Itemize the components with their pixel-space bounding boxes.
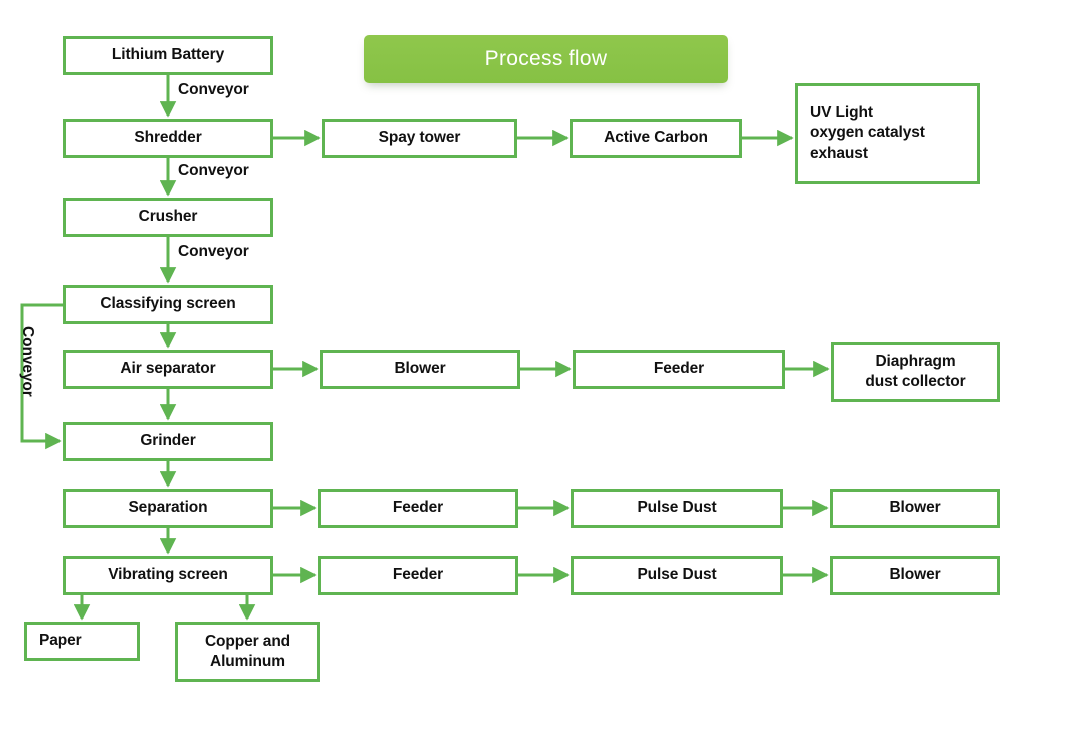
node-label-paper: Paper xyxy=(39,632,82,650)
node-vibrating-screen[interactable]: Vibrating screen xyxy=(63,556,273,595)
node-label-uv-light-exhaust: UV Light oxygen catalyst exhaust xyxy=(810,103,925,162)
node-diaphragm-dust-collector[interactable]: Diaphragm dust collector xyxy=(831,342,1000,402)
node-label-spay-tower: Spay tower xyxy=(378,129,461,147)
node-label-vibrating-screen: Vibrating screen xyxy=(108,566,228,584)
node-label-classifying-screen: Classifying screen xyxy=(100,295,236,313)
node-label-grinder: Grinder xyxy=(140,432,196,450)
node-label-separation: Separation xyxy=(128,499,208,517)
node-air-separator[interactable]: Air separator xyxy=(63,350,273,389)
node-label-pulse-dust-separation: Pulse Dust xyxy=(637,499,717,517)
node-label-blower-vibrating: Blower xyxy=(889,566,941,584)
node-pulse-dust-vibrating[interactable]: Pulse Dust xyxy=(571,556,783,595)
node-label-feeder-vibrating: Feeder xyxy=(392,566,444,584)
node-paper[interactable]: Paper xyxy=(24,622,140,661)
page-title: Process flow xyxy=(484,47,608,70)
node-grinder[interactable]: Grinder xyxy=(63,422,273,461)
node-shredder[interactable]: Shredder xyxy=(63,119,273,158)
node-label-lithium-battery: Lithium Battery xyxy=(111,46,225,64)
node-label-blower-air: Blower xyxy=(394,360,446,378)
edge-label-conveyor-classify-grinder: Conveyor xyxy=(19,326,36,397)
node-blower-vibrating[interactable]: Blower xyxy=(830,556,1000,595)
node-crusher[interactable]: Crusher xyxy=(63,198,273,237)
node-blower-separation[interactable]: Blower xyxy=(830,489,1000,528)
edge-label-conveyor-battery-shredder: Conveyor xyxy=(178,81,249,98)
node-spay-tower[interactable]: Spay tower xyxy=(322,119,517,158)
node-label-feeder-air: Feeder xyxy=(653,360,705,378)
node-feeder-vibrating[interactable]: Feeder xyxy=(318,556,518,595)
node-label-active-carbon: Active Carbon xyxy=(604,129,708,147)
node-classifying-screen[interactable]: Classifying screen xyxy=(63,285,273,324)
node-label-copper-and-aluminum: Copper and Aluminum xyxy=(204,632,291,670)
node-label-diaphragm-dust-collector: Diaphragm dust collector xyxy=(865,352,966,390)
node-lithium-battery[interactable]: Lithium Battery xyxy=(63,36,273,75)
process-flow-title-banner: Process flow xyxy=(364,35,728,83)
node-separation[interactable]: Separation xyxy=(63,489,273,528)
node-active-carbon[interactable]: Active Carbon xyxy=(570,119,742,158)
node-blower-air[interactable]: Blower xyxy=(320,350,520,389)
node-feeder-air[interactable]: Feeder xyxy=(573,350,785,389)
node-label-crusher: Crusher xyxy=(138,208,198,226)
node-label-blower-separation: Blower xyxy=(889,499,941,517)
node-pulse-dust-separation[interactable]: Pulse Dust xyxy=(571,489,783,528)
node-uv-light-exhaust[interactable]: UV Light oxygen catalyst exhaust xyxy=(795,83,980,184)
node-label-air-separator: Air separator xyxy=(120,360,216,378)
node-label-shredder: Shredder xyxy=(134,129,202,147)
edge-label-conveyor-crusher-classify: Conveyor xyxy=(178,243,249,260)
node-label-pulse-dust-vibrating: Pulse Dust xyxy=(637,566,717,584)
node-copper-and-aluminum[interactable]: Copper and Aluminum xyxy=(175,622,320,682)
node-feeder-separation[interactable]: Feeder xyxy=(318,489,518,528)
node-label-feeder-separation: Feeder xyxy=(392,499,444,517)
edge-label-conveyor-shredder-crusher: Conveyor xyxy=(178,162,249,179)
